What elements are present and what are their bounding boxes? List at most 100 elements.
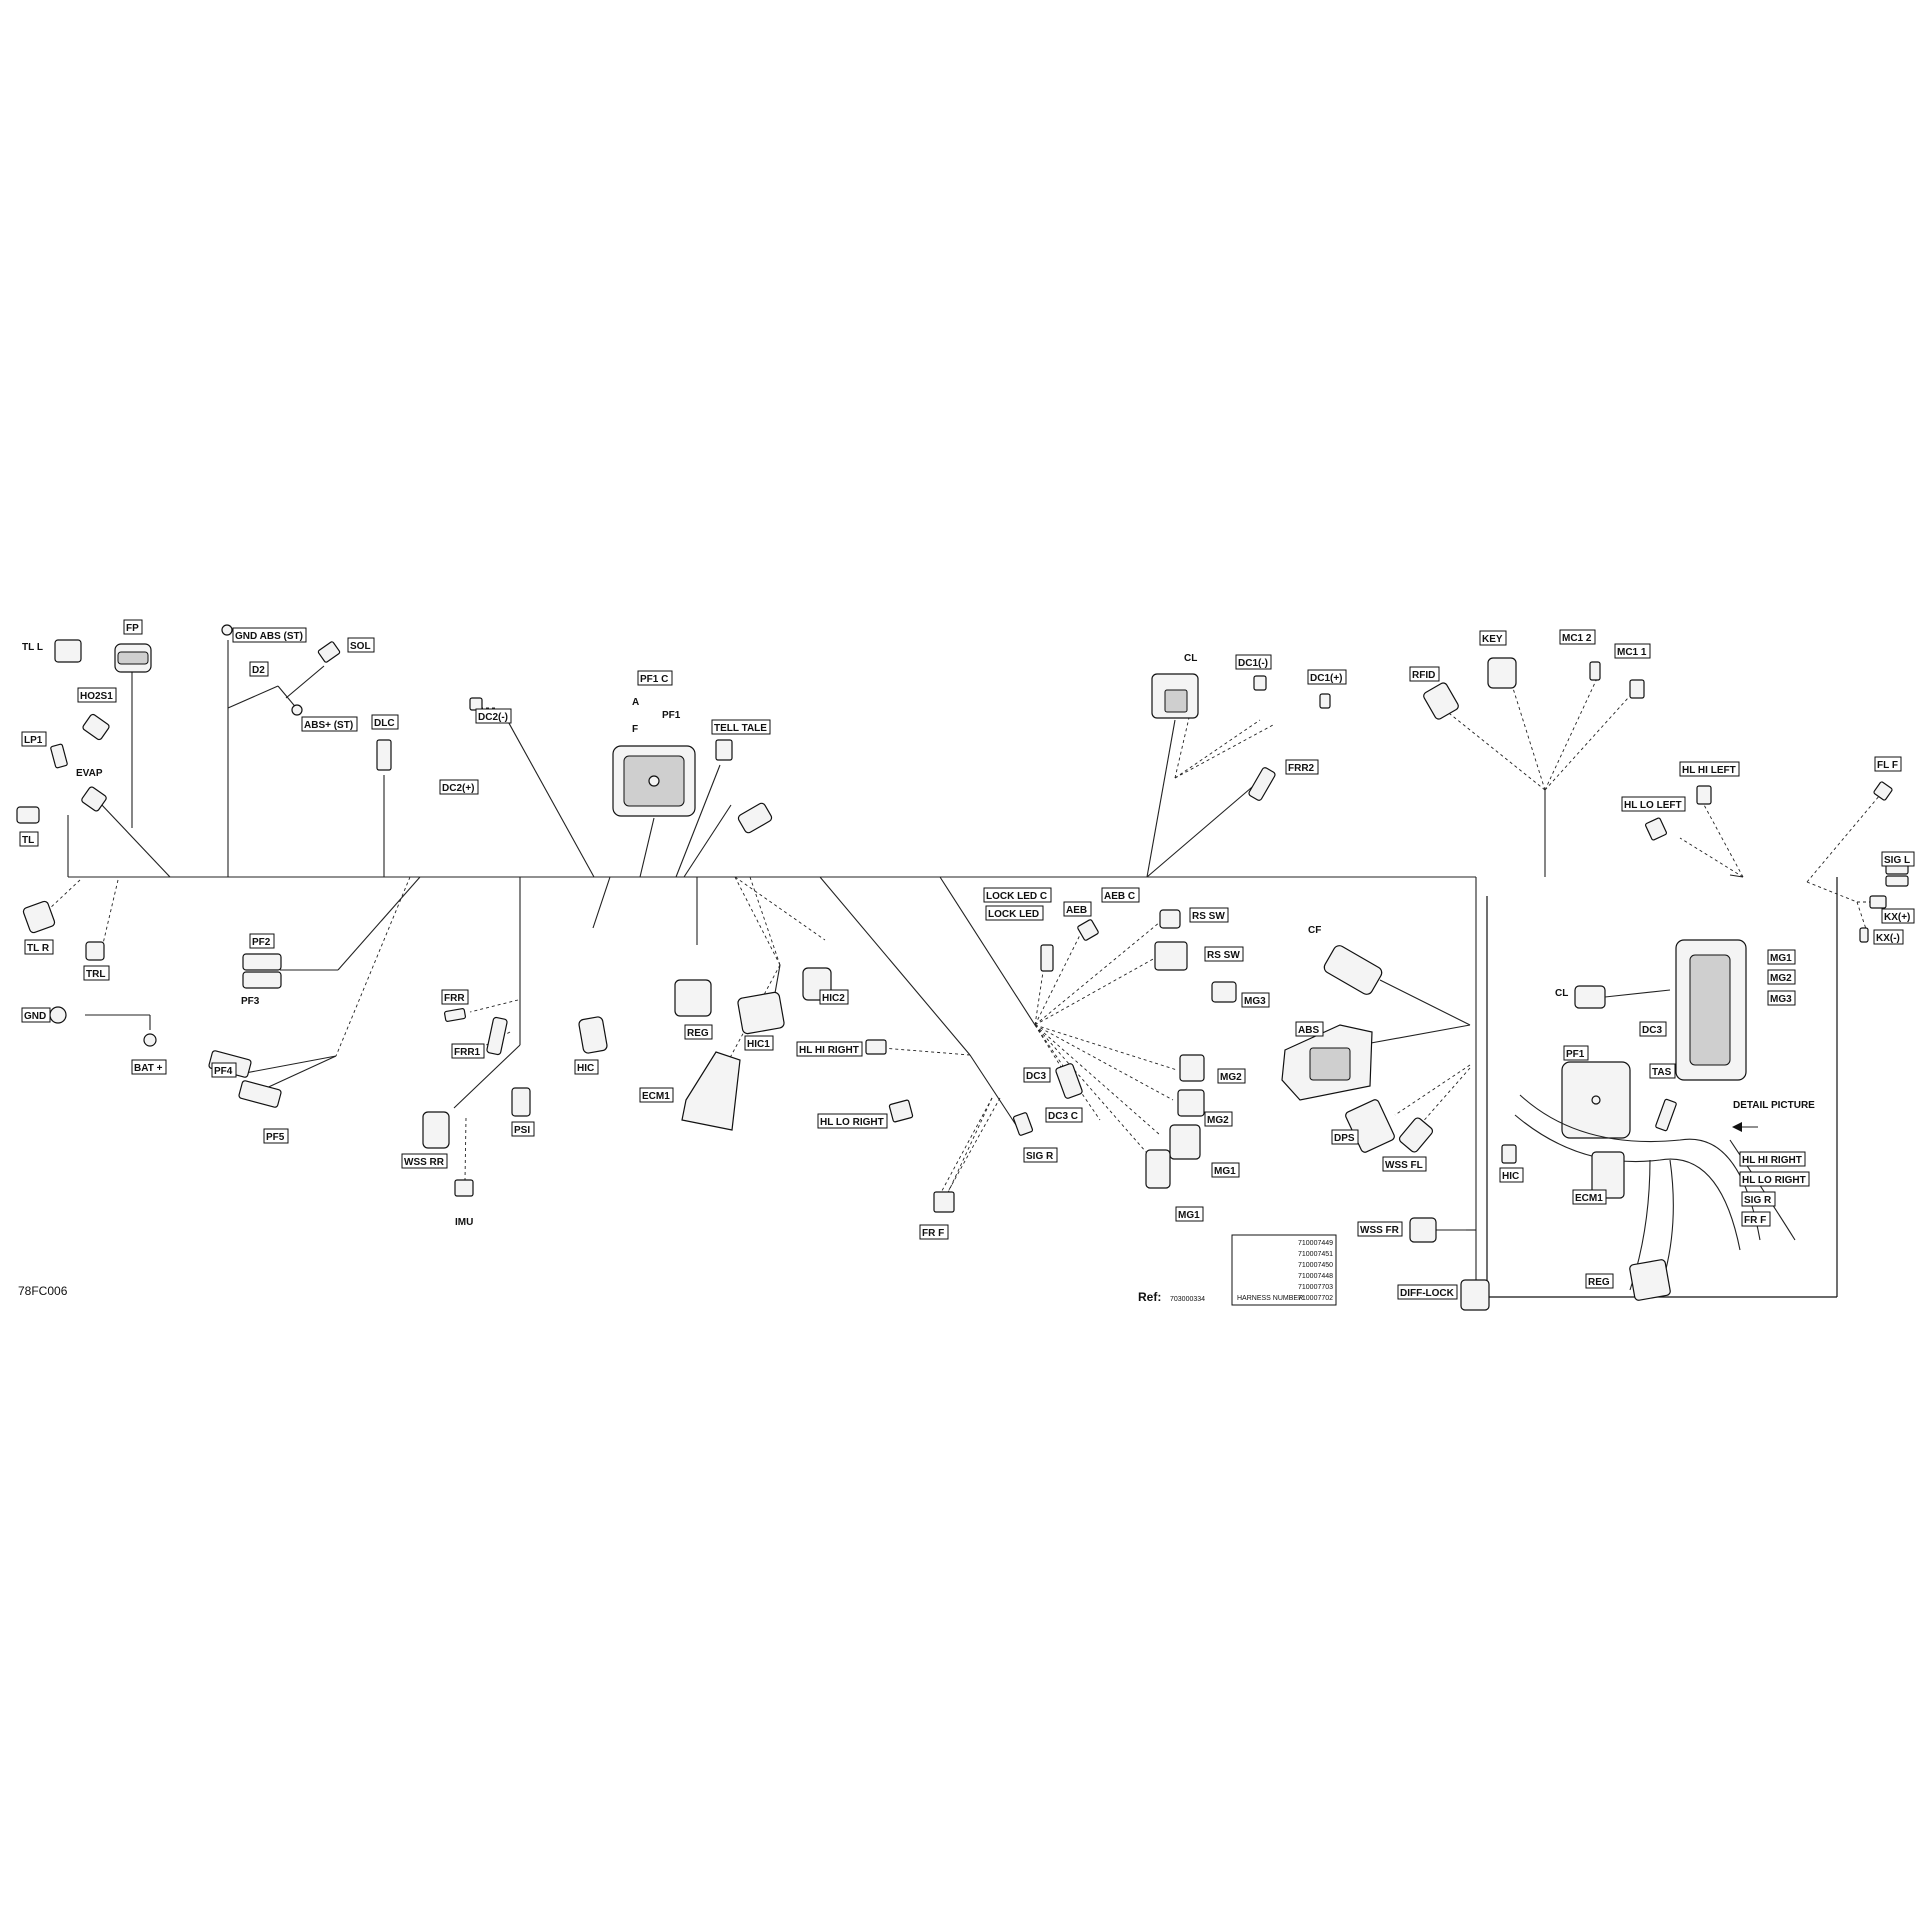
svg-text:RS SW: RS SW — [1192, 911, 1225, 922]
svg-text:ABS: ABS — [1298, 1025, 1319, 1036]
svg-text:MC1 2: MC1 2 — [1562, 633, 1592, 644]
label-mc1-2: MC1 2 — [1559, 629, 1596, 645]
svg-text:RS SW: RS SW — [1207, 950, 1240, 961]
detail-label-hl-lo-right: HL LO RIGHT — [1739, 1171, 1810, 1187]
svg-text:F: F — [632, 724, 638, 735]
label-aeb-c: AEB C — [1101, 887, 1140, 903]
svg-text:KX(-): KX(-) — [1876, 933, 1900, 944]
svg-text:PF1: PF1 — [1566, 1049, 1585, 1060]
label-evap: EVAP — [76, 768, 103, 779]
label-dps: DPS — [1331, 1129, 1359, 1145]
svg-text:HL LO LEFT: HL LO LEFT — [1624, 800, 1682, 811]
svg-text:RFID: RFID — [1412, 670, 1435, 681]
label-rfid: RFID — [1409, 666, 1440, 682]
connector-labels: TL L FP GND ABS (ST) SOL HO2S1 D2 ABS+ (… — [19, 619, 1915, 1300]
label-ho2s1: HO2S1 — [77, 687, 117, 703]
svg-text:HL HI RIGHT: HL HI RIGHT — [1742, 1155, 1802, 1166]
label-aeb: AEB — [1063, 901, 1092, 917]
label-hl-lo-left: HL LO LEFT — [1621, 796, 1686, 812]
label-a: A — [632, 697, 639, 708]
label-ecm1: ECM1 — [639, 1087, 674, 1103]
svg-text:710007703: 710007703 — [1298, 1284, 1333, 1291]
label-cl: CL — [1184, 653, 1197, 664]
label-fr-f: FR F — [919, 1224, 949, 1240]
svg-text:HIC: HIC — [1502, 1171, 1519, 1182]
label-pf3: PF3 — [241, 996, 260, 1007]
svg-text:PF1: PF1 — [662, 710, 681, 721]
label-abs-plus-st: ABS+ (ST) — [301, 716, 358, 732]
svg-text:REG: REG — [1588, 1277, 1610, 1288]
svg-text:710007702: 710007702 — [1298, 1295, 1333, 1302]
svg-text:BAT +: BAT + — [134, 1063, 163, 1074]
svg-text:HARNESS NUMBER:: HARNESS NUMBER: — [1237, 1295, 1305, 1302]
detail-label-fr-f: FR F — [1741, 1211, 1771, 1227]
svg-text:DC3: DC3 — [1642, 1025, 1662, 1036]
detail-label-ecm1: ECM1 — [1572, 1189, 1607, 1205]
detail-label-sig-r: SIG R — [1741, 1191, 1776, 1207]
svg-text:Ref:: Ref: — [1138, 1290, 1161, 1304]
svg-text:MG3: MG3 — [1244, 996, 1266, 1007]
svg-text:DPS: DPS — [1334, 1133, 1355, 1144]
label-pf1-c: PF1 C — [637, 670, 673, 686]
svg-text:DETAIL PICTURE: DETAIL PICTURE — [1733, 1100, 1815, 1111]
label-hl-hi-left: HL HI LEFT — [1679, 761, 1740, 777]
svg-text:FR F: FR F — [922, 1228, 944, 1239]
harness-number-table: 710007449 710007451 710007450 710007448 … — [1231, 1234, 1337, 1306]
svg-text:HO2S1: HO2S1 — [80, 691, 113, 702]
label-dc1-minus: DC1(-) — [1235, 654, 1272, 670]
svg-text:A: A — [632, 697, 639, 708]
label-rs-sw-2: RS SW — [1204, 946, 1244, 962]
detail-label-pf1: PF1 — [1563, 1045, 1589, 1061]
svg-text:GND: GND — [24, 1011, 46, 1022]
label-wss-fl: WSS FL — [1382, 1156, 1427, 1172]
label-d2: D2 — [249, 661, 269, 677]
svg-text:LOCK LED: LOCK LED — [988, 909, 1039, 920]
label-trl: TRL — [83, 965, 110, 981]
svg-text:SIG R: SIG R — [1744, 1195, 1772, 1206]
svg-text:HIC: HIC — [577, 1063, 594, 1074]
svg-text:SIG L: SIG L — [1884, 855, 1910, 866]
label-mg3: MG3 — [1241, 992, 1270, 1008]
svg-text:TAS: TAS — [1652, 1067, 1672, 1078]
label-hl-lo-right: HL LO RIGHT — [817, 1113, 888, 1129]
label-hl-hi-right: HL HI RIGHT — [796, 1041, 863, 1057]
svg-text:FL F: FL F — [1877, 760, 1898, 771]
connector-glyphs — [16, 624, 1909, 1311]
detail-label-detail-picture: DETAIL PICTURE — [1733, 1100, 1815, 1111]
label-reg: REG — [684, 1024, 713, 1040]
svg-text:EVAP: EVAP — [76, 768, 103, 779]
svg-text:TRL: TRL — [86, 969, 105, 980]
label-tl-l: TL L — [22, 642, 43, 653]
svg-text:CL: CL — [1555, 988, 1568, 999]
svg-text:SIG R: SIG R — [1026, 1151, 1054, 1162]
svg-text:WSS RR: WSS RR — [404, 1157, 445, 1168]
svg-text:PF4: PF4 — [214, 1066, 233, 1077]
detail-label-dc3: DC3 — [1639, 1021, 1667, 1037]
svg-text:PF5: PF5 — [266, 1132, 285, 1143]
label-mg2b: MG2 — [1204, 1111, 1233, 1127]
svg-text:710007450: 710007450 — [1298, 1262, 1333, 1269]
svg-text:TL R: TL R — [27, 943, 50, 954]
svg-text:FRR: FRR — [444, 993, 465, 1004]
label-kx-plus: KX(+) — [1881, 908, 1915, 924]
svg-text:MG2: MG2 — [1770, 973, 1792, 984]
label-hic1: HIC1 — [744, 1035, 774, 1051]
svg-text:DIFF-LOCK: DIFF-LOCK — [1400, 1288, 1455, 1299]
svg-text:D2: D2 — [252, 665, 265, 676]
svg-text:78FC006: 78FC006 — [18, 1284, 68, 1298]
svg-text:REG: REG — [687, 1028, 709, 1039]
label-sig-r: SIG R — [1023, 1147, 1058, 1163]
svg-text:CL: CL — [1184, 653, 1197, 664]
svg-text:DC2(-): DC2(-) — [478, 712, 508, 723]
label-mg2: MG2 — [1217, 1068, 1246, 1084]
label-abs: ABS — [1295, 1021, 1324, 1037]
label-dc3-c: DC3 C — [1045, 1107, 1083, 1123]
svg-text:PF3: PF3 — [241, 996, 260, 1007]
label-hic2: HIC2 — [819, 989, 849, 1005]
svg-text:HL LO RIGHT: HL LO RIGHT — [1742, 1175, 1806, 1186]
svg-text:PF1 C: PF1 C — [640, 674, 668, 685]
svg-text:FRR2: FRR2 — [1288, 763, 1315, 774]
label-mc1-1: MC1 1 — [1614, 643, 1651, 659]
label-lock-led-c: LOCK LED C — [983, 887, 1052, 903]
